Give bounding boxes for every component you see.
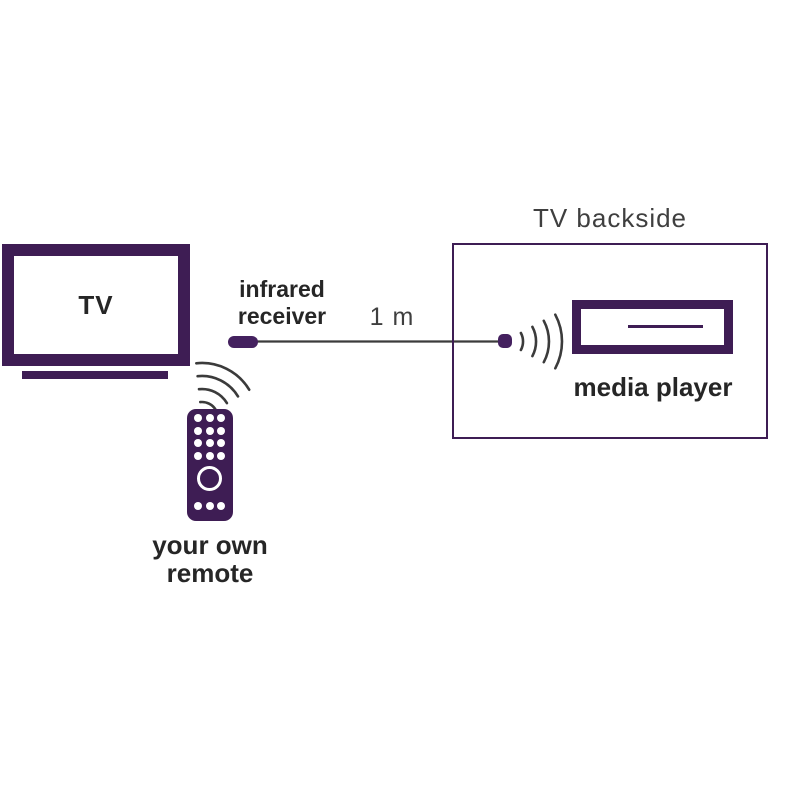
remote-label-line1: your own xyxy=(152,530,268,560)
remote-button-row xyxy=(194,502,226,510)
infrared-receiver-label-line1: infrared xyxy=(239,276,325,302)
remote-button-dot xyxy=(205,502,214,510)
tv-label: TV xyxy=(78,289,114,320)
remote-label: your own remote xyxy=(130,531,290,587)
remote-signal-waves-icon xyxy=(195,361,251,412)
remote-button-dot xyxy=(205,439,214,448)
remote-button-dot xyxy=(217,439,226,448)
ir-emitter-icon xyxy=(498,334,512,348)
remote-icon xyxy=(187,409,233,521)
remote-button-dot xyxy=(205,452,214,461)
remote-button-dot xyxy=(205,414,214,422)
remote-button-dot xyxy=(217,452,226,461)
remote-label-line2: remote xyxy=(166,558,254,588)
tv-backside-box xyxy=(452,243,768,439)
tv-stand xyxy=(22,371,168,379)
remote-button-dot xyxy=(194,426,202,435)
remote-button-dot xyxy=(194,439,202,448)
tv-icon: TV xyxy=(2,244,190,366)
remote-button-dot xyxy=(194,502,202,510)
remote-ring-button xyxy=(197,466,222,491)
infrared-receiver-label: infrared receiver xyxy=(212,276,352,330)
remote-button-dot xyxy=(217,502,226,510)
remote-button-dot xyxy=(217,414,226,422)
cable-distance-label: 1 m xyxy=(369,303,415,331)
media-player-slot xyxy=(628,325,703,328)
tv-backside-label: TV backside xyxy=(532,203,688,233)
remote-button-dot xyxy=(194,452,202,461)
remote-button-dot xyxy=(194,414,202,422)
remote-button-dot xyxy=(217,426,226,435)
remote-button-grid xyxy=(194,414,226,461)
media-player-label: media player xyxy=(573,372,733,402)
infrared-receiver-label-line2: receiver xyxy=(237,303,327,329)
remote-button-dot xyxy=(205,426,214,435)
infrared-receiver-icon xyxy=(228,336,258,348)
